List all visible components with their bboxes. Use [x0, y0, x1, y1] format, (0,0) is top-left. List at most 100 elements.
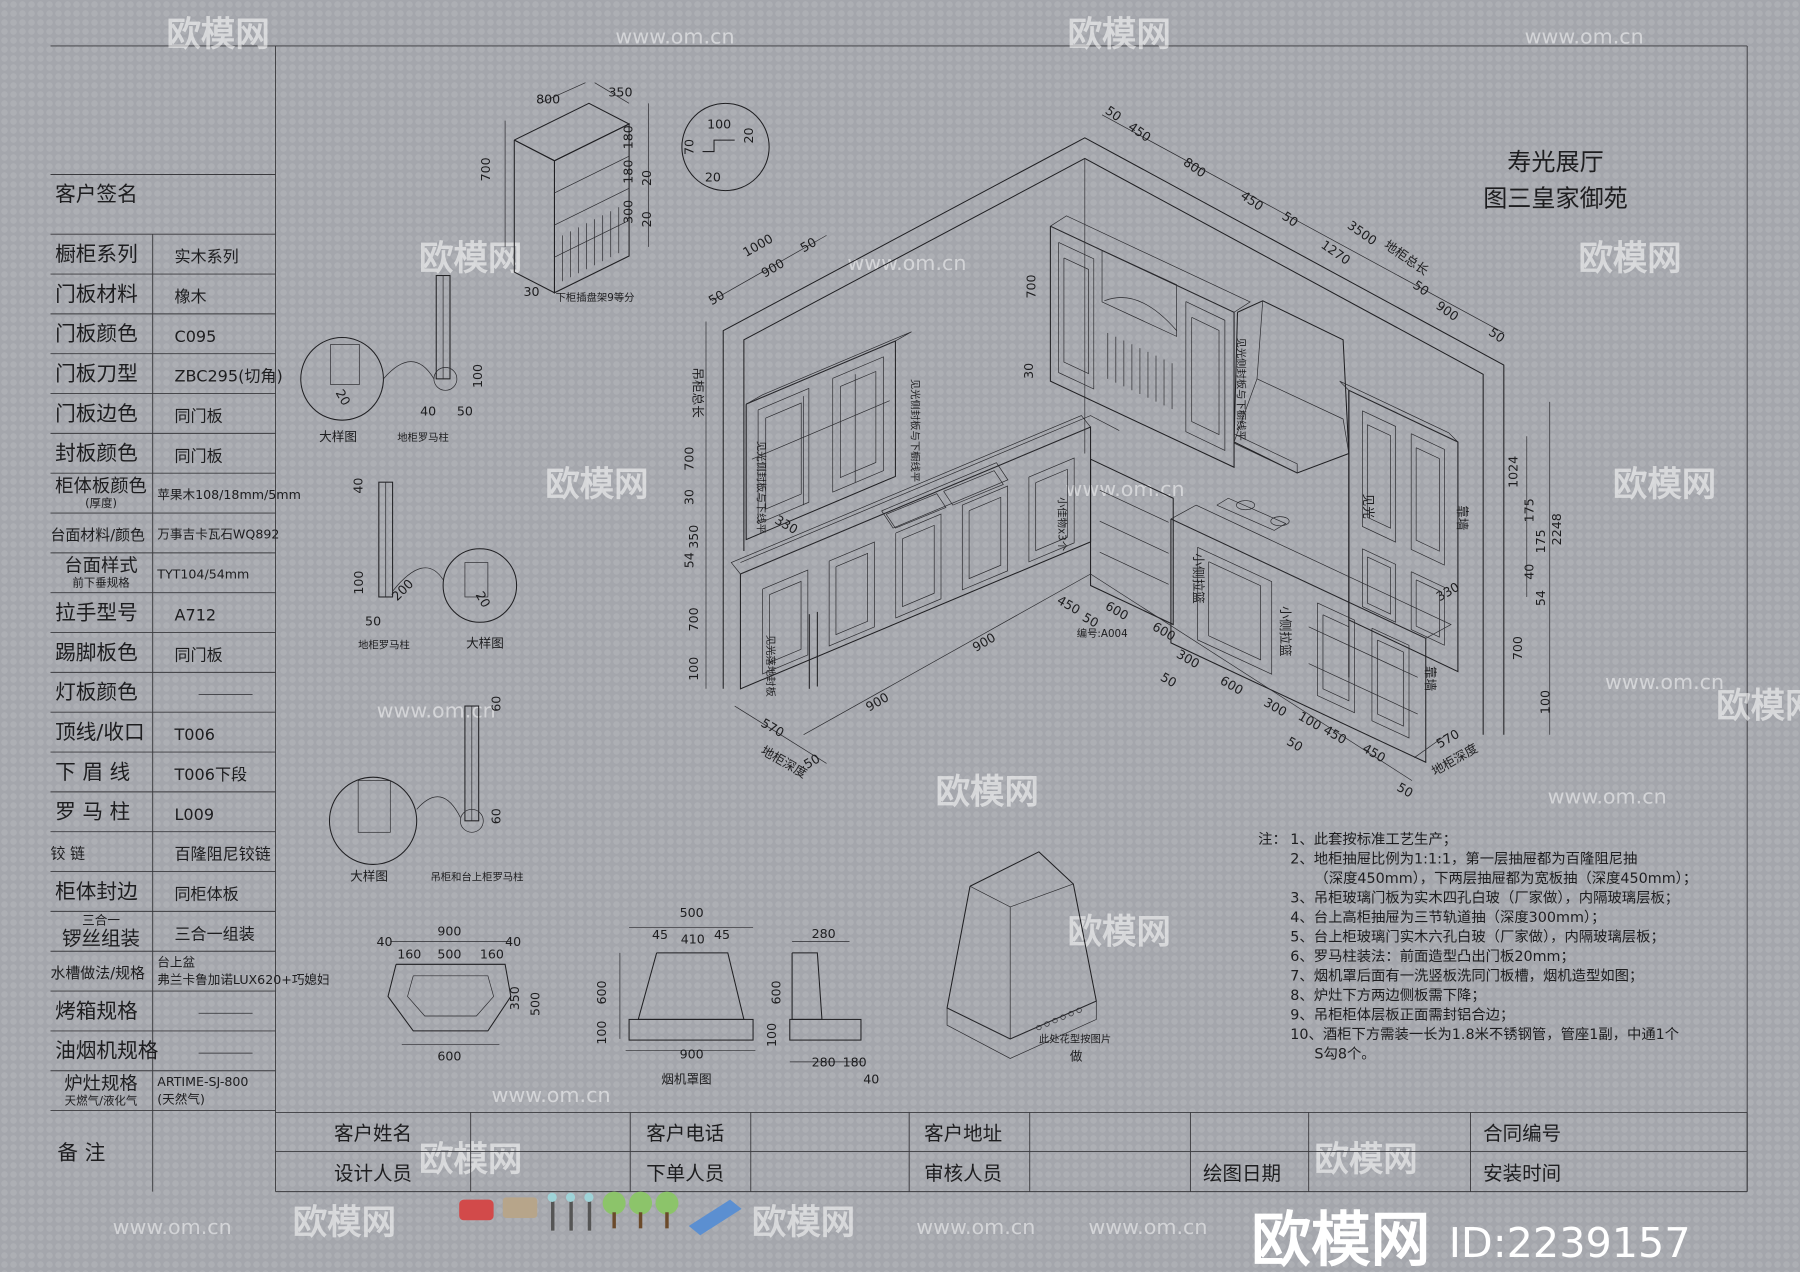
spec-row-label: 门板颜色	[55, 322, 138, 346]
shelf-unit-top	[514, 102, 631, 162]
customer-address-label: 客户地址	[924, 1122, 1002, 1145]
dimension-label: 下柜插盘架9等分	[556, 291, 635, 304]
brand-watermark-large: 欧模网	[1251, 1206, 1430, 1272]
dimension-label: 100	[707, 117, 731, 132]
drawing-title-line2: 图三皇家御苑	[1483, 185, 1628, 213]
dimension-line	[734, 705, 827, 764]
spec-row: 踢脚板色同门板	[50, 640, 276, 673]
spec-row: 铰 链百隆阻尼铰链	[50, 845, 276, 873]
decorative-icons	[459, 1191, 742, 1236]
drawer-divider	[1308, 626, 1418, 678]
spec-row-label: 炉灶规格	[64, 1074, 137, 1095]
dimension-label: 570	[758, 715, 786, 740]
dimension-label: 50	[801, 751, 822, 772]
dimension-label: 45	[652, 927, 668, 942]
dimension-label: 280	[812, 926, 836, 941]
spec-row-value: 同柜体板	[174, 885, 238, 904]
solar-panel-icon	[688, 1199, 742, 1236]
spec-row-label: 锣丝组装	[62, 927, 140, 950]
base-door	[828, 541, 875, 647]
dimension-line	[1101, 114, 1504, 334]
dimension-label: 600	[1150, 619, 1178, 644]
dimension-label: 60	[489, 808, 504, 824]
dimension-label: 地柜罗马柱	[358, 639, 410, 652]
dimension-label: 700	[1510, 636, 1525, 660]
spec-row-value: ARTIME-SJ-800	[157, 1074, 248, 1089]
dimension-label: 180	[621, 125, 636, 149]
dimension-label: 40	[863, 1072, 879, 1087]
door-panel	[1322, 614, 1350, 702]
dimension-label: 20	[705, 169, 721, 184]
glass-door	[1410, 433, 1445, 566]
dimension-label: 450	[1360, 740, 1388, 765]
brand-watermark: 欧模网	[1578, 239, 1681, 279]
detail-marker	[459, 808, 484, 833]
dimension-label: 见光侧封板与下线平	[755, 441, 768, 534]
hood-front-view	[637, 952, 745, 1020]
detail-circle	[328, 776, 418, 865]
door-panel	[835, 552, 868, 636]
door-panel	[1191, 317, 1220, 436]
url-watermark: www.om.cn	[113, 1215, 232, 1239]
notes-prefix: 注：	[1258, 831, 1287, 848]
note-item: S勾8个。	[1314, 1045, 1375, 1062]
leader-line	[392, 567, 444, 592]
truck-icon	[502, 1197, 538, 1219]
dimension-label: 450	[1238, 188, 1266, 214]
spec-row: 门板材料橡木	[50, 282, 276, 315]
dimension-label: 40	[505, 934, 521, 949]
column-profile	[330, 344, 360, 385]
dimension-label: 此处花型按图片	[1039, 1032, 1111, 1045]
drawer	[1410, 571, 1445, 646]
dimension-label: 900	[863, 689, 891, 714]
dimension-label: 900	[437, 924, 461, 939]
dimension-label: 地柜深度	[1429, 740, 1481, 778]
spec-row-value: TYT104/54mm	[156, 567, 249, 582]
dimension-label: 350	[507, 986, 522, 1010]
dimension-label: 20	[639, 170, 654, 186]
url-watermark: www.om.cn	[1525, 25, 1644, 49]
dimension-label: 900	[970, 630, 998, 655]
shelf-line	[1099, 489, 1169, 523]
dimension-label: 570	[1434, 726, 1462, 751]
dimension-label: 小侧拉篮	[1191, 553, 1206, 604]
dimension-label: 330	[772, 512, 800, 537]
spec-row-value: T006	[173, 725, 214, 744]
dimension-label: 20	[333, 387, 354, 408]
brand-watermark: 欧模网	[936, 773, 1039, 813]
sink-plan-inner	[407, 975, 495, 1017]
shelf-line	[1099, 520, 1169, 554]
dimension-label: 300	[621, 200, 636, 224]
designer-label: 设计人员	[334, 1162, 412, 1185]
shelf-unit-side	[553, 123, 630, 294]
spec-row-label: 水槽做法/规格	[51, 964, 146, 982]
door-panel	[1415, 579, 1440, 638]
url-watermark: www.om.cn	[1605, 670, 1724, 694]
dimension-label: 900	[759, 255, 787, 280]
spec-row-label: 柜体板颜色	[55, 476, 147, 497]
sink-bowl-right	[943, 470, 1004, 506]
dimension-label: 靠墙	[1455, 505, 1470, 531]
spec-row-label: 门板边色	[55, 401, 138, 425]
door-panel	[765, 402, 802, 510]
dimension-label: 烟机罩图	[661, 1072, 711, 1087]
ornament-dot	[1044, 1021, 1050, 1027]
dimension-line	[711, 235, 827, 302]
remarks-label: 备 注	[57, 1140, 105, 1164]
door-panel	[839, 370, 877, 479]
dimension-label: 小侧拉篮	[1278, 606, 1293, 657]
dimension-label: 300	[1261, 694, 1289, 719]
detail-circle	[681, 102, 770, 192]
dimension-label: 45	[714, 927, 730, 942]
drawing-title-line1: 寿光展厅	[1507, 148, 1603, 176]
dimension-label: 100	[594, 1021, 609, 1045]
detail-circle	[442, 548, 518, 623]
dimension-label: 大样图	[350, 869, 388, 884]
dimension-label: 40	[1522, 564, 1537, 580]
door-panel	[902, 524, 935, 608]
drawer	[1362, 548, 1396, 623]
hood-3d-edge	[969, 883, 1074, 908]
spec-row-value: 同门板	[174, 646, 222, 665]
glass-door	[1058, 242, 1095, 390]
